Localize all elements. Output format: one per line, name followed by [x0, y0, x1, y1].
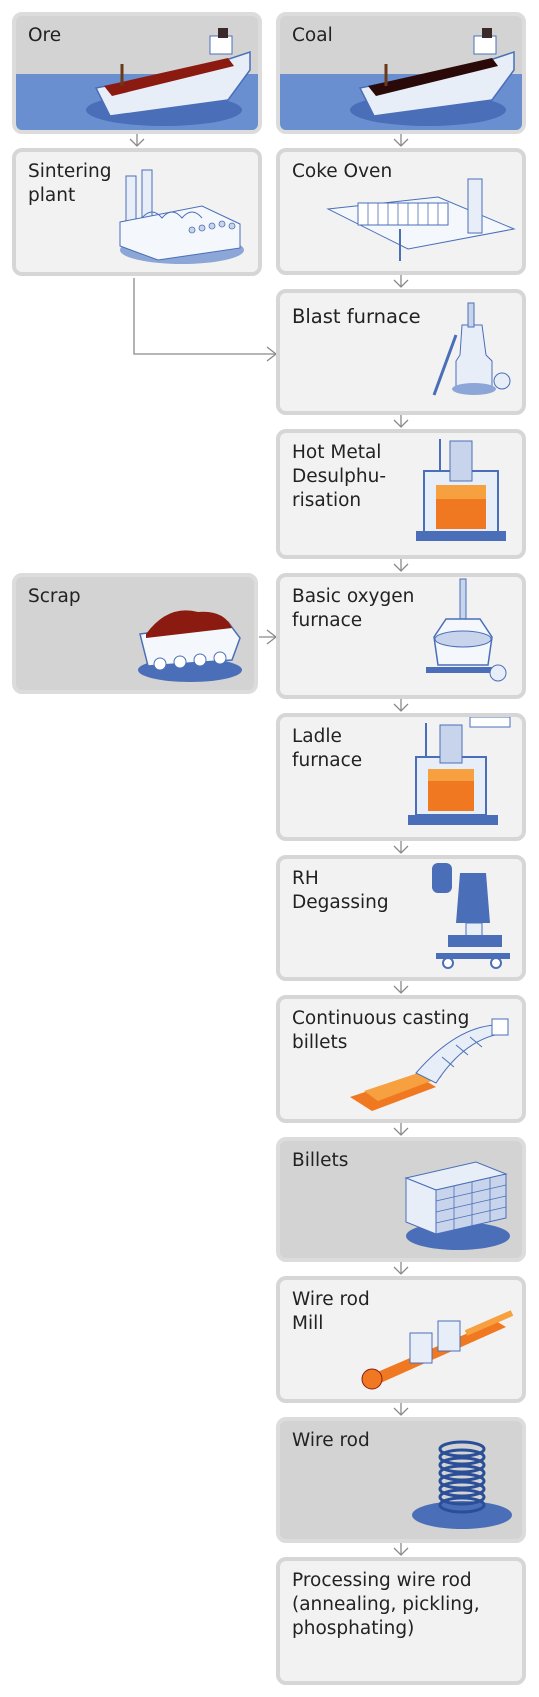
step-blast-furnace: Blast furnace: [276, 289, 526, 415]
step-ore: Ore: [12, 12, 262, 134]
step-label: Ladle furnace: [292, 726, 363, 771]
step-scrap: Scrap: [12, 573, 258, 694]
step-label: Wire rod Mill: [292, 1289, 370, 1334]
wire-rod-mill-icon: [361, 1310, 514, 1390]
step-billets: Billets: [276, 1137, 526, 1262]
step-rh-degassing: RH Degassing: [276, 855, 526, 981]
connector-arrow: [393, 413, 409, 428]
rh-degasser-icon: [432, 863, 510, 969]
step-hot-metal-desulphurisation: Hot Metal Desulphu- risation: [276, 429, 526, 559]
step-label: Blast furnace: [292, 305, 421, 328]
step-label: Processing wire rod (annealing, pickling…: [292, 1570, 480, 1639]
step-wire-rod: Wire rod: [276, 1417, 526, 1543]
step-label: Coke Oven: [292, 161, 393, 182]
step-ladle-furnace: Ladle furnace: [276, 713, 526, 841]
desulphurisation-vessel-icon: [416, 439, 506, 541]
step-continuous-casting-billets: Continuous casting billets: [276, 995, 526, 1123]
step-label: Continuous casting billets: [292, 1008, 470, 1053]
connector-arrow: [393, 979, 409, 994]
connector-arrow: [393, 697, 409, 712]
connector-arrow: [393, 839, 409, 854]
step-label: Ore: [28, 25, 62, 46]
step-processing-wire-rod: Processing wire rod (annealing, pickling…: [276, 1557, 526, 1685]
connector-arrow: [393, 1401, 409, 1416]
ladle-furnace-icon: [408, 717, 511, 825]
coal-ship-icon: [280, 28, 522, 130]
connector-arrow: [393, 132, 409, 147]
step-label: Coal: [292, 25, 333, 46]
connector-arrow: [259, 629, 278, 645]
step-sintering-plant: Sintering plant: [12, 148, 262, 276]
connector-arrow: [129, 132, 145, 147]
connector-arrow: [393, 1541, 409, 1556]
blast-furnace-icon: [432, 302, 511, 396]
connector-arrow: [393, 273, 409, 288]
step-wire-rod-mill: Wire rod Mill: [276, 1276, 526, 1403]
connector-arrow: [393, 1260, 409, 1275]
connector-arrow: [133, 278, 278, 362]
ore-ship-icon: [16, 28, 258, 130]
step-coke-oven: Coke Oven: [276, 148, 526, 275]
sintering-plant-icon: [119, 169, 244, 264]
oxygen-converter-icon: [426, 578, 507, 682]
step-basic-oxygen-furnace: Basic oxygen furnace: [276, 573, 526, 699]
coke-oven-icon: [326, 178, 516, 261]
connector-arrow: [393, 557, 409, 572]
step-label: Scrap: [28, 586, 81, 607]
step-label: Sintering plant: [28, 161, 112, 206]
step-label: RH Degassing: [292, 868, 389, 913]
step-coal: Coal: [276, 12, 526, 134]
step-label: Basic oxygen furnace: [292, 586, 415, 631]
wire-coil-icon: [412, 1440, 512, 1529]
connector-arrow: [393, 1121, 409, 1136]
billet-stack-icon: [404, 1161, 510, 1250]
continuous-caster-icon: [350, 1018, 509, 1111]
step-label: Billets: [292, 1150, 349, 1171]
scrap-wagon-icon: [138, 610, 242, 682]
step-label: Wire rod: [292, 1430, 370, 1451]
step-label: Hot Metal Desulphu- risation: [292, 442, 386, 511]
